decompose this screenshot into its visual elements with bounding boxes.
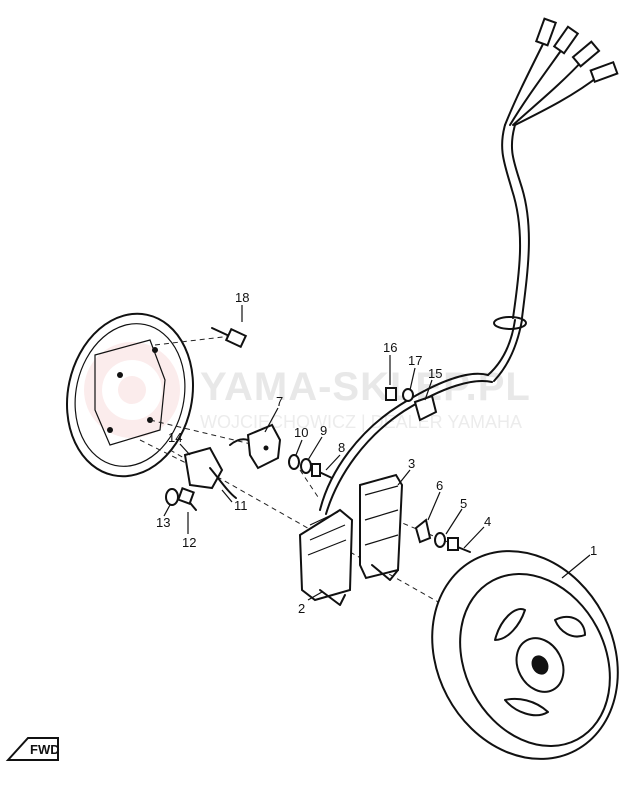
- callout-8: 8: [338, 440, 345, 455]
- callout-13: 13: [156, 515, 170, 530]
- contact-breaker-7: [229, 423, 282, 470]
- callout-3: 3: [408, 456, 415, 471]
- hardware-6-5-4: [414, 518, 471, 553]
- watermark-subtitle: WOJCIECHOWICZ | DEALER YAMAHA: [200, 412, 522, 432]
- flywheel-rotor-1: [431, 550, 619, 760]
- screw-18: [211, 327, 248, 349]
- callout-5: 5: [460, 496, 467, 511]
- callout-16: 16: [383, 340, 397, 355]
- callout-18: 18: [235, 290, 249, 305]
- watermark-logo: [84, 342, 180, 438]
- callout-11: 11: [234, 498, 248, 513]
- wire-harness: [319, 17, 619, 515]
- callout-labels: 18 16 17 15 7 10 9 8 14 11 13 12 3 6 5 4…: [156, 290, 597, 616]
- watermark: YAMA-SKLEP.PL WOJCIECHOWICZ | DEALER YAM…: [84, 342, 531, 438]
- callout-2: 2: [298, 601, 305, 616]
- coil-3: [359, 473, 404, 581]
- hardware-10-9-8: [288, 454, 333, 479]
- callout-12: 12: [182, 535, 196, 550]
- condenser-14: [183, 446, 237, 499]
- callout-10: 10: [294, 425, 308, 440]
- callout-15: 15: [428, 366, 442, 381]
- stator-base-plate: [66, 312, 194, 478]
- fwd-marker: FWD: [5, 737, 60, 761]
- fwd-label: FWD: [30, 742, 60, 757]
- callout-14: 14: [168, 430, 182, 445]
- coil-2: [298, 508, 354, 606]
- watermark-title: YAMA-SKLEP.PL: [200, 365, 531, 409]
- callout-4: 4: [484, 514, 491, 529]
- callout-1: 1: [590, 543, 597, 558]
- callout-17: 17: [408, 353, 422, 368]
- screws-12-13: [165, 487, 197, 511]
- callout-6: 6: [436, 478, 443, 493]
- callout-7: 7: [276, 394, 283, 409]
- callout-9: 9: [320, 423, 327, 438]
- callout-leaders: [163, 305, 591, 601]
